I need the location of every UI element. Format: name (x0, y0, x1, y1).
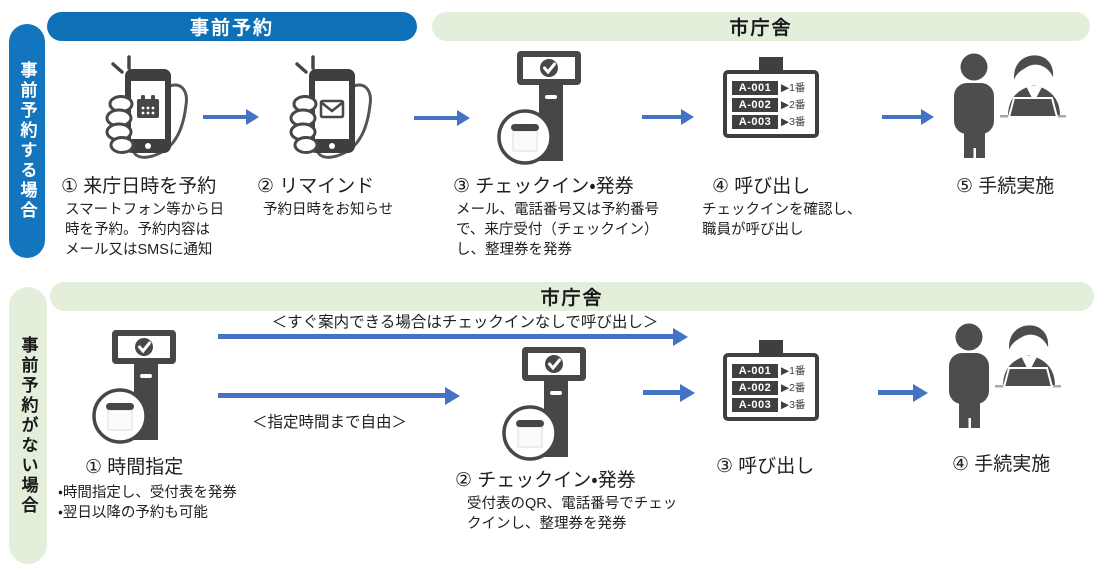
phone-calendar-icon (105, 55, 188, 159)
step-label-call: ③ 呼び出し (716, 456, 815, 477)
counter-number: ▶1番 (781, 365, 806, 377)
step-label-checkin-ticket: ③ チェックイン・発券 (453, 176, 634, 197)
phone-mail-icon (289, 55, 372, 159)
counter-number: ▶1番 (781, 82, 806, 94)
arrow-step2-step3 (414, 116, 458, 120)
board-row: A-003 ▶3番 (732, 114, 811, 129)
step-label-procedure: ④ 手続実施 (952, 454, 1051, 475)
step-label-checkin-ticket: ② チェックイン・発券 (455, 470, 636, 491)
header-city-hall-bottom: 市庁舎 (50, 282, 1094, 311)
arrow-call-procedure (878, 390, 916, 395)
sidebar-without-reservation: 事前予約がない場合 (9, 287, 47, 564)
counter-number: ▶2番 (781, 99, 806, 111)
board-row: A-001 ▶1番 (732, 363, 811, 378)
step-label-remind: ② リマインド (257, 176, 375, 197)
sidebar-with-reservation: 事前予約する場合 (9, 24, 45, 258)
citizen-and-staff-icon (954, 53, 1066, 158)
ticket-code: A-002 (732, 97, 778, 112)
sidebar-label: 事前予約がない場合 (18, 335, 38, 516)
step-desc-checkin-ticket: メール、電話番号又は予約番号 で、来庁受付（チェックイン） し、整理券を発券 (456, 202, 659, 258)
arrow-until-specified-time (218, 393, 448, 398)
ticket-kiosk-icon (92, 330, 176, 444)
arrow-step4-step5 (882, 115, 922, 119)
checkin-kiosk-icon (497, 51, 581, 165)
step-desc-checkin-ticket: 受付表のQR、電話番号でチェッ クインし、整理券を発券 (467, 496, 678, 532)
number-display-board-bottom: A-001 ▶1番 A-002 ▶2番 A-003 ▶3番 (723, 340, 819, 421)
annotation-free-until-time: ＜指定時間まで自由＞ (252, 414, 408, 431)
arrow-step1-step2 (203, 115, 247, 119)
ticket-code: A-002 (732, 380, 778, 395)
step-label-time-designation: ① 時間指定 (85, 457, 184, 478)
arrow-step3-step4 (642, 115, 682, 119)
board-row: A-002 ▶2番 (732, 380, 811, 395)
board-mount-tab (759, 340, 783, 355)
board-row: A-003 ▶3番 (732, 397, 811, 412)
step-label-reserve-datetime: ① 来庁日時を予約 (61, 176, 217, 197)
ticket-code: A-001 (732, 80, 778, 95)
step-desc-call: チェックインを確認し、 職員が呼び出し (702, 202, 862, 238)
header-city-hall-top: 市庁舎 (432, 12, 1090, 41)
board-row: A-001 ▶1番 (732, 80, 811, 95)
step-desc-reserve-datetime: スマートフォン等から日 時を予約。予約内容は メール又はSMSに通知 (65, 202, 225, 258)
counter-number: ▶3番 (781, 116, 806, 128)
sidebar-label: 事前予約する場合 (17, 61, 37, 221)
ticket-code: A-003 (732, 114, 778, 129)
counter-number: ▶2番 (781, 382, 806, 394)
annotation-no-checkin-call: ＜すぐ案内できる場合はチェックインなしで呼び出し＞ (271, 314, 659, 331)
citizen-and-staff-icon (949, 323, 1061, 428)
number-display-board-top: A-001 ▶1番 A-002 ▶2番 A-003 ▶3番 (723, 57, 819, 138)
counter-number: ▶3番 (781, 399, 806, 411)
board-row: A-002 ▶2番 (732, 97, 811, 112)
ticket-code: A-003 (732, 397, 778, 412)
step-desc-remind: 予約日時をお知らせ (263, 202, 394, 218)
arrow-direct-call (218, 334, 676, 339)
ticket-code: A-001 (732, 363, 778, 378)
board-mount-tab (759, 57, 783, 72)
step-label-call: ④ 呼び出し (712, 176, 811, 197)
header-advance-reservation: 事前予約 (47, 12, 417, 41)
checkin-kiosk-icon (502, 347, 586, 461)
step-label-procedure: ⑤ 手続実施 (956, 176, 1055, 197)
step-desc-time-designation: ・時間指定し、受付表を発券 ・翌日以降の予約も可能 (58, 485, 237, 521)
arrow-checkin-call (643, 390, 683, 395)
